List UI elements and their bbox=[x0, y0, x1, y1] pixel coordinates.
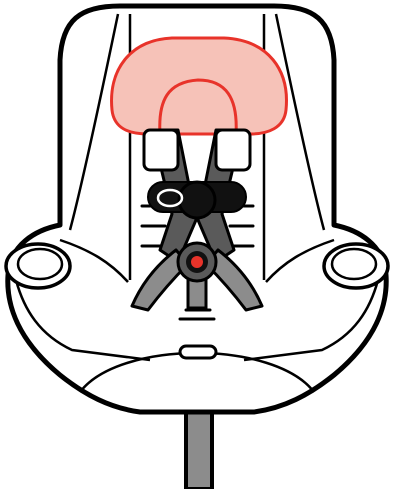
chest-clip bbox=[148, 182, 246, 218]
front-slot bbox=[180, 346, 216, 358]
head-support-highlight bbox=[112, 38, 287, 134]
left-cup-holder bbox=[6, 244, 70, 288]
right-cup-holder bbox=[324, 244, 388, 288]
